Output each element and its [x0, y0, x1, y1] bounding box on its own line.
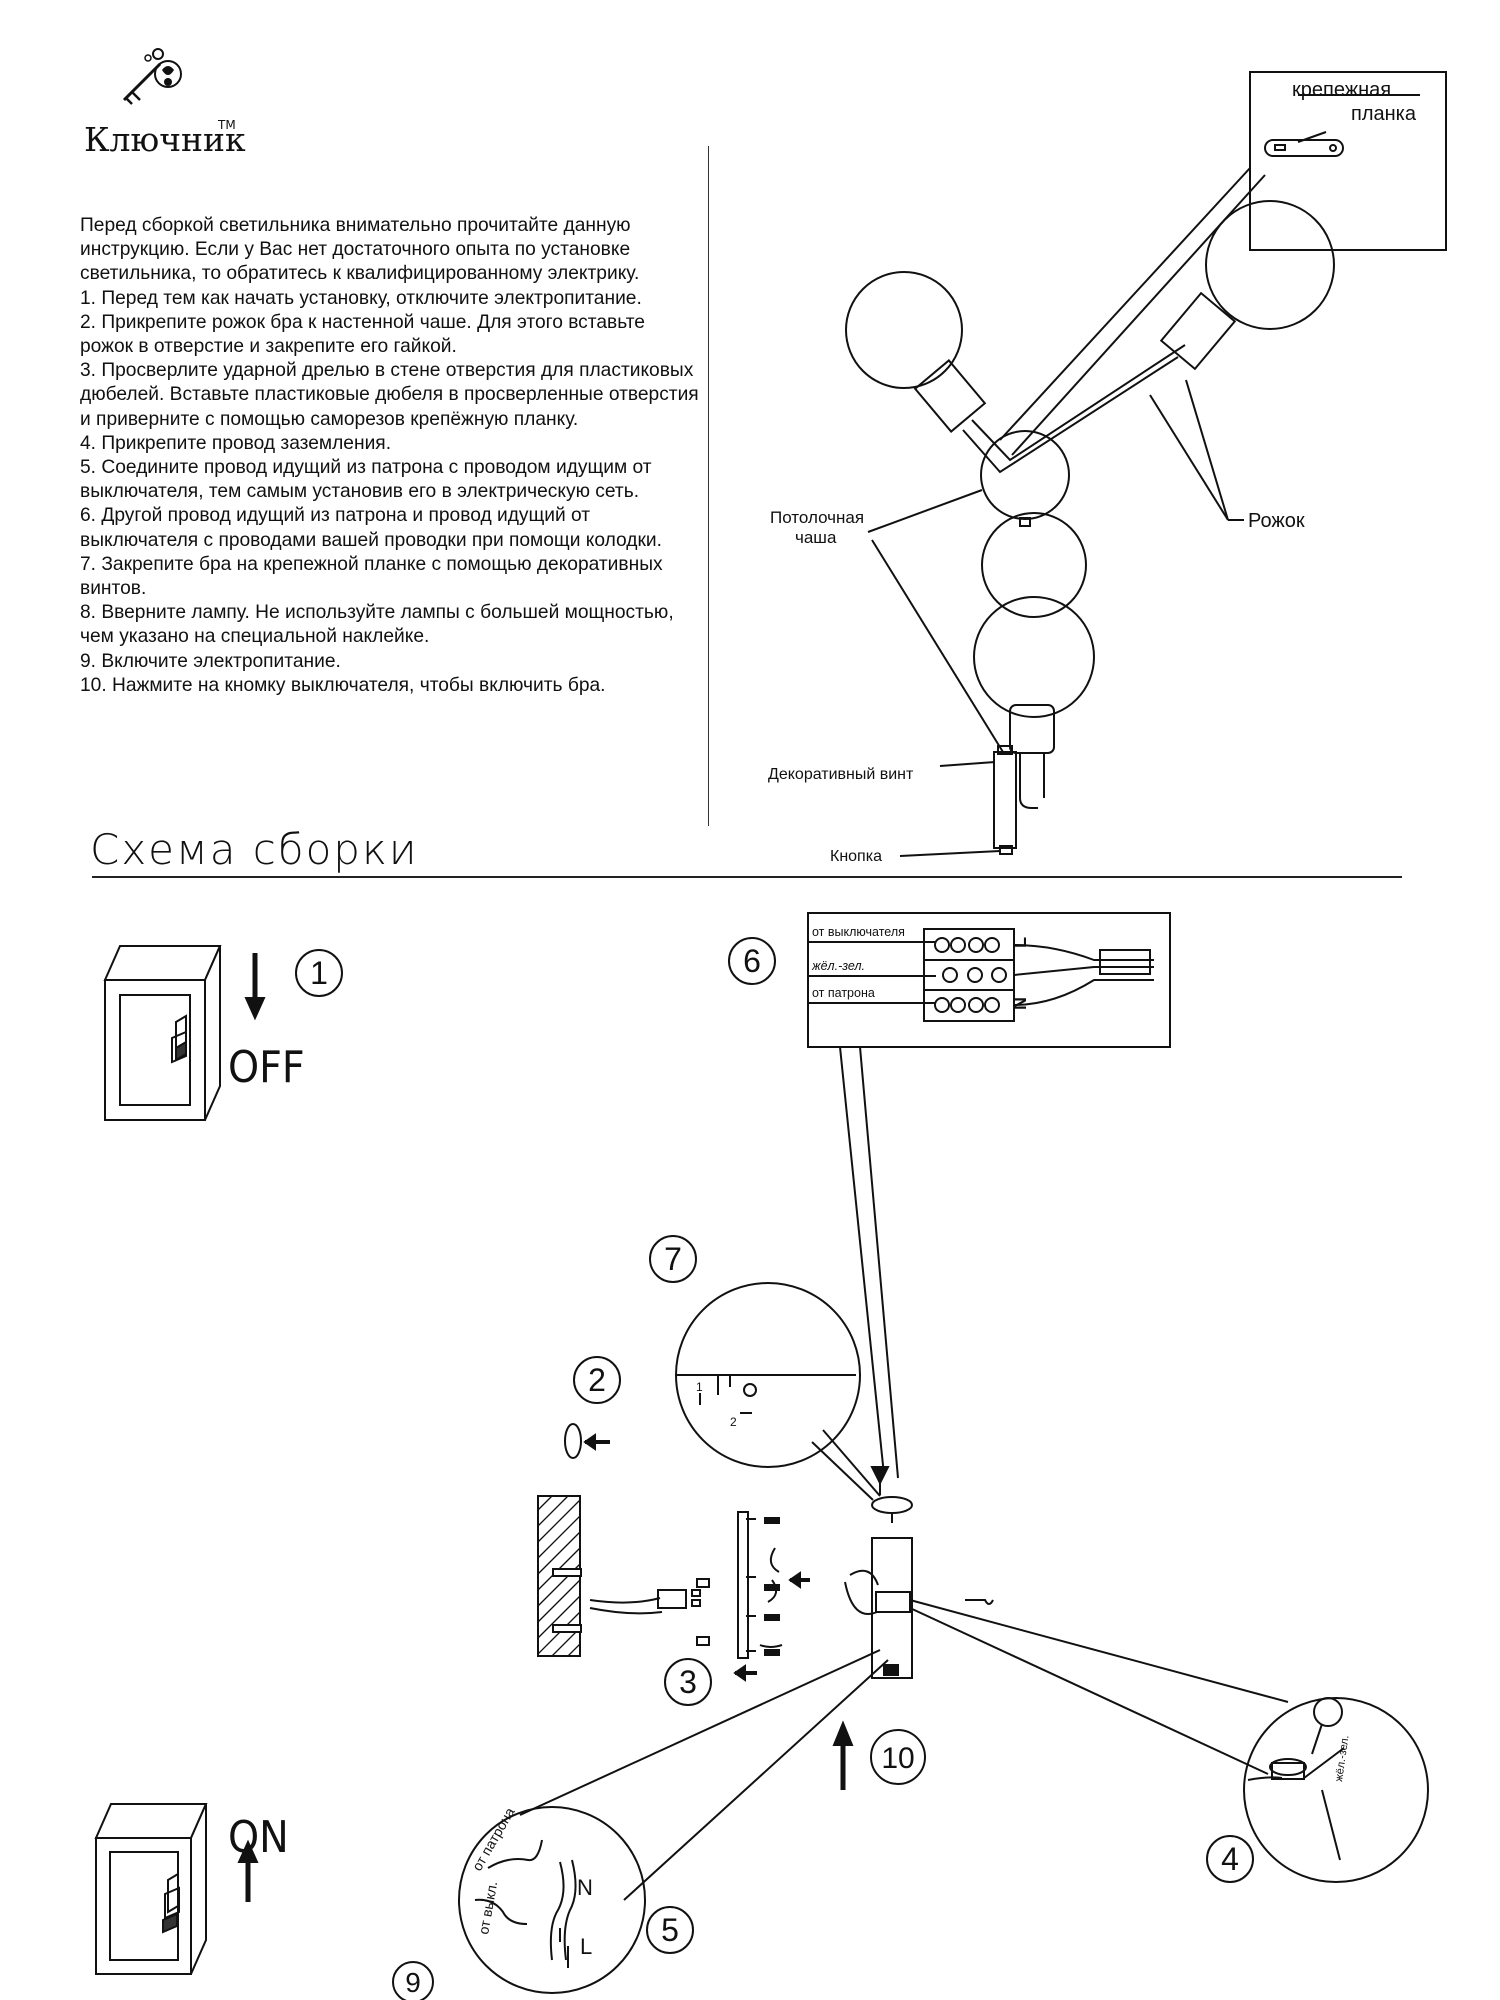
detail-5-from-switch: от выкл. [475, 1880, 500, 1936]
label-bracket: крепежная [1292, 79, 1391, 101]
terminal-from-socket: от патрона [812, 986, 875, 1000]
wall-plate-icon [993, 751, 1017, 849]
instruction-step: 6. Другой провод идущий из патрона и про… [80, 505, 662, 551]
step-badge [646, 1906, 694, 1954]
assembly-scheme: OFF ON 1 2 3 4 5 6 7 9 10 от выключателя… [94, 912, 1429, 2000]
instruction-step: 10. Нажмите на кномку выключателя, чтобы… [80, 674, 606, 696]
detail-7-arrow-label: 2 [730, 1415, 737, 1429]
intro-paragraph: Перед сборкой светильника внимательно пр… [80, 215, 640, 285]
bulb-globe-icon [981, 512, 1087, 618]
instruction-step: 9. Включите электропитание. [80, 650, 341, 672]
section-divider [92, 876, 1402, 878]
instruction-step: 5. Соедините провод идущий из патрона с … [80, 457, 652, 503]
switch-on-label: ON [228, 1812, 289, 1863]
step-badge [870, 1729, 926, 1785]
trademark-mark: TM [218, 118, 236, 132]
instruction-step: 8. Вверните лампу. Не используйте лампы … [80, 602, 674, 648]
mounting-plate-icon [737, 1511, 749, 1659]
step-badge [295, 949, 343, 997]
label-bowl: Потолочная [770, 508, 864, 527]
detail-4-icon [1243, 1697, 1429, 1883]
label-bowl: чаша [795, 528, 837, 547]
brand-logo-icon [122, 48, 182, 105]
bulb-globe-icon [1205, 200, 1335, 330]
step-badge-label: 6 [743, 943, 761, 979]
step-badge-label: 9 [405, 1967, 421, 1998]
detail-4-ground: жёл.-зел. [1333, 1734, 1351, 1782]
mounting-bracket-icon [1264, 139, 1344, 157]
step-badge-label: 3 [679, 1664, 697, 1700]
instruction-step: 2. Прикрепите рожок бра к настенной чаше… [80, 311, 645, 358]
bulb-globe-icon [973, 596, 1095, 718]
step-badge-label: 4 [1221, 1841, 1239, 1877]
step-badge-label: 1 [310, 955, 328, 991]
step-badge [649, 1235, 697, 1283]
terminal-L: L [1010, 937, 1030, 948]
detail-5-icon [458, 1806, 646, 1994]
label-button: Кнопка [830, 848, 882, 865]
bracket-callout-box [1249, 71, 1447, 251]
step-badge [1206, 1835, 1254, 1883]
instruction-step: 1. Перед тем как начать установку, отклю… [80, 287, 642, 309]
step-badge [392, 1961, 434, 2000]
ceiling-bowl-icon [980, 430, 1070, 520]
instruction-step: 3. Просверлите ударной дрелью в стене от… [80, 360, 699, 430]
assembly-title: Схема сборки [90, 825, 419, 874]
nut-icon [564, 1423, 582, 1459]
step-badge-label: 10 [881, 1742, 914, 1775]
terminal-block-icon [657, 1589, 687, 1609]
lamp-socket-icon [1009, 704, 1055, 754]
bulb-globe-icon [845, 271, 963, 389]
terminal-from-switch: от выключателя [812, 925, 905, 939]
wall-bowl-icon [871, 1537, 913, 1679]
label-arm: Рожок [1248, 510, 1305, 532]
step-badge-label: 5 [661, 1912, 679, 1948]
terminal-callout-box [807, 912, 1171, 1048]
terminal-N: N [1010, 997, 1030, 1010]
step-badge [728, 937, 776, 985]
instruction-step: 4. Прикрепите провод заземления. [80, 432, 392, 454]
product-diagram: крепежная планка Потолочная чаша Рожок Д… [768, 71, 1447, 865]
label-screw: Декоративный винт [768, 766, 914, 783]
switch-off-icon [103, 945, 222, 1121]
detail-7-arrow-label: 1 [696, 1380, 703, 1394]
instructions: Перед сборкой светильника внимательно пр… [80, 214, 700, 698]
instruction-step: 7. Закрепите бра на крепежной планке с п… [80, 553, 663, 600]
step-badge [573, 1356, 621, 1404]
detail-5-from-socket: от патрона [469, 1804, 518, 1873]
detail-5-N: N [577, 1875, 593, 1900]
step-badge-label: 7 [664, 1241, 682, 1277]
step-badge-label: 2 [588, 1362, 606, 1398]
switch-on-icon [94, 1803, 208, 1975]
switch-off-label: OFF [228, 1042, 305, 1093]
brand-name: Ключник [84, 120, 246, 159]
column-divider [708, 146, 709, 826]
terminal-ground: жёл.-зел. [811, 959, 865, 973]
label-bracket: планка [1351, 103, 1417, 125]
step-badge [664, 1658, 712, 1706]
detail-5-L: L [580, 1934, 592, 1959]
